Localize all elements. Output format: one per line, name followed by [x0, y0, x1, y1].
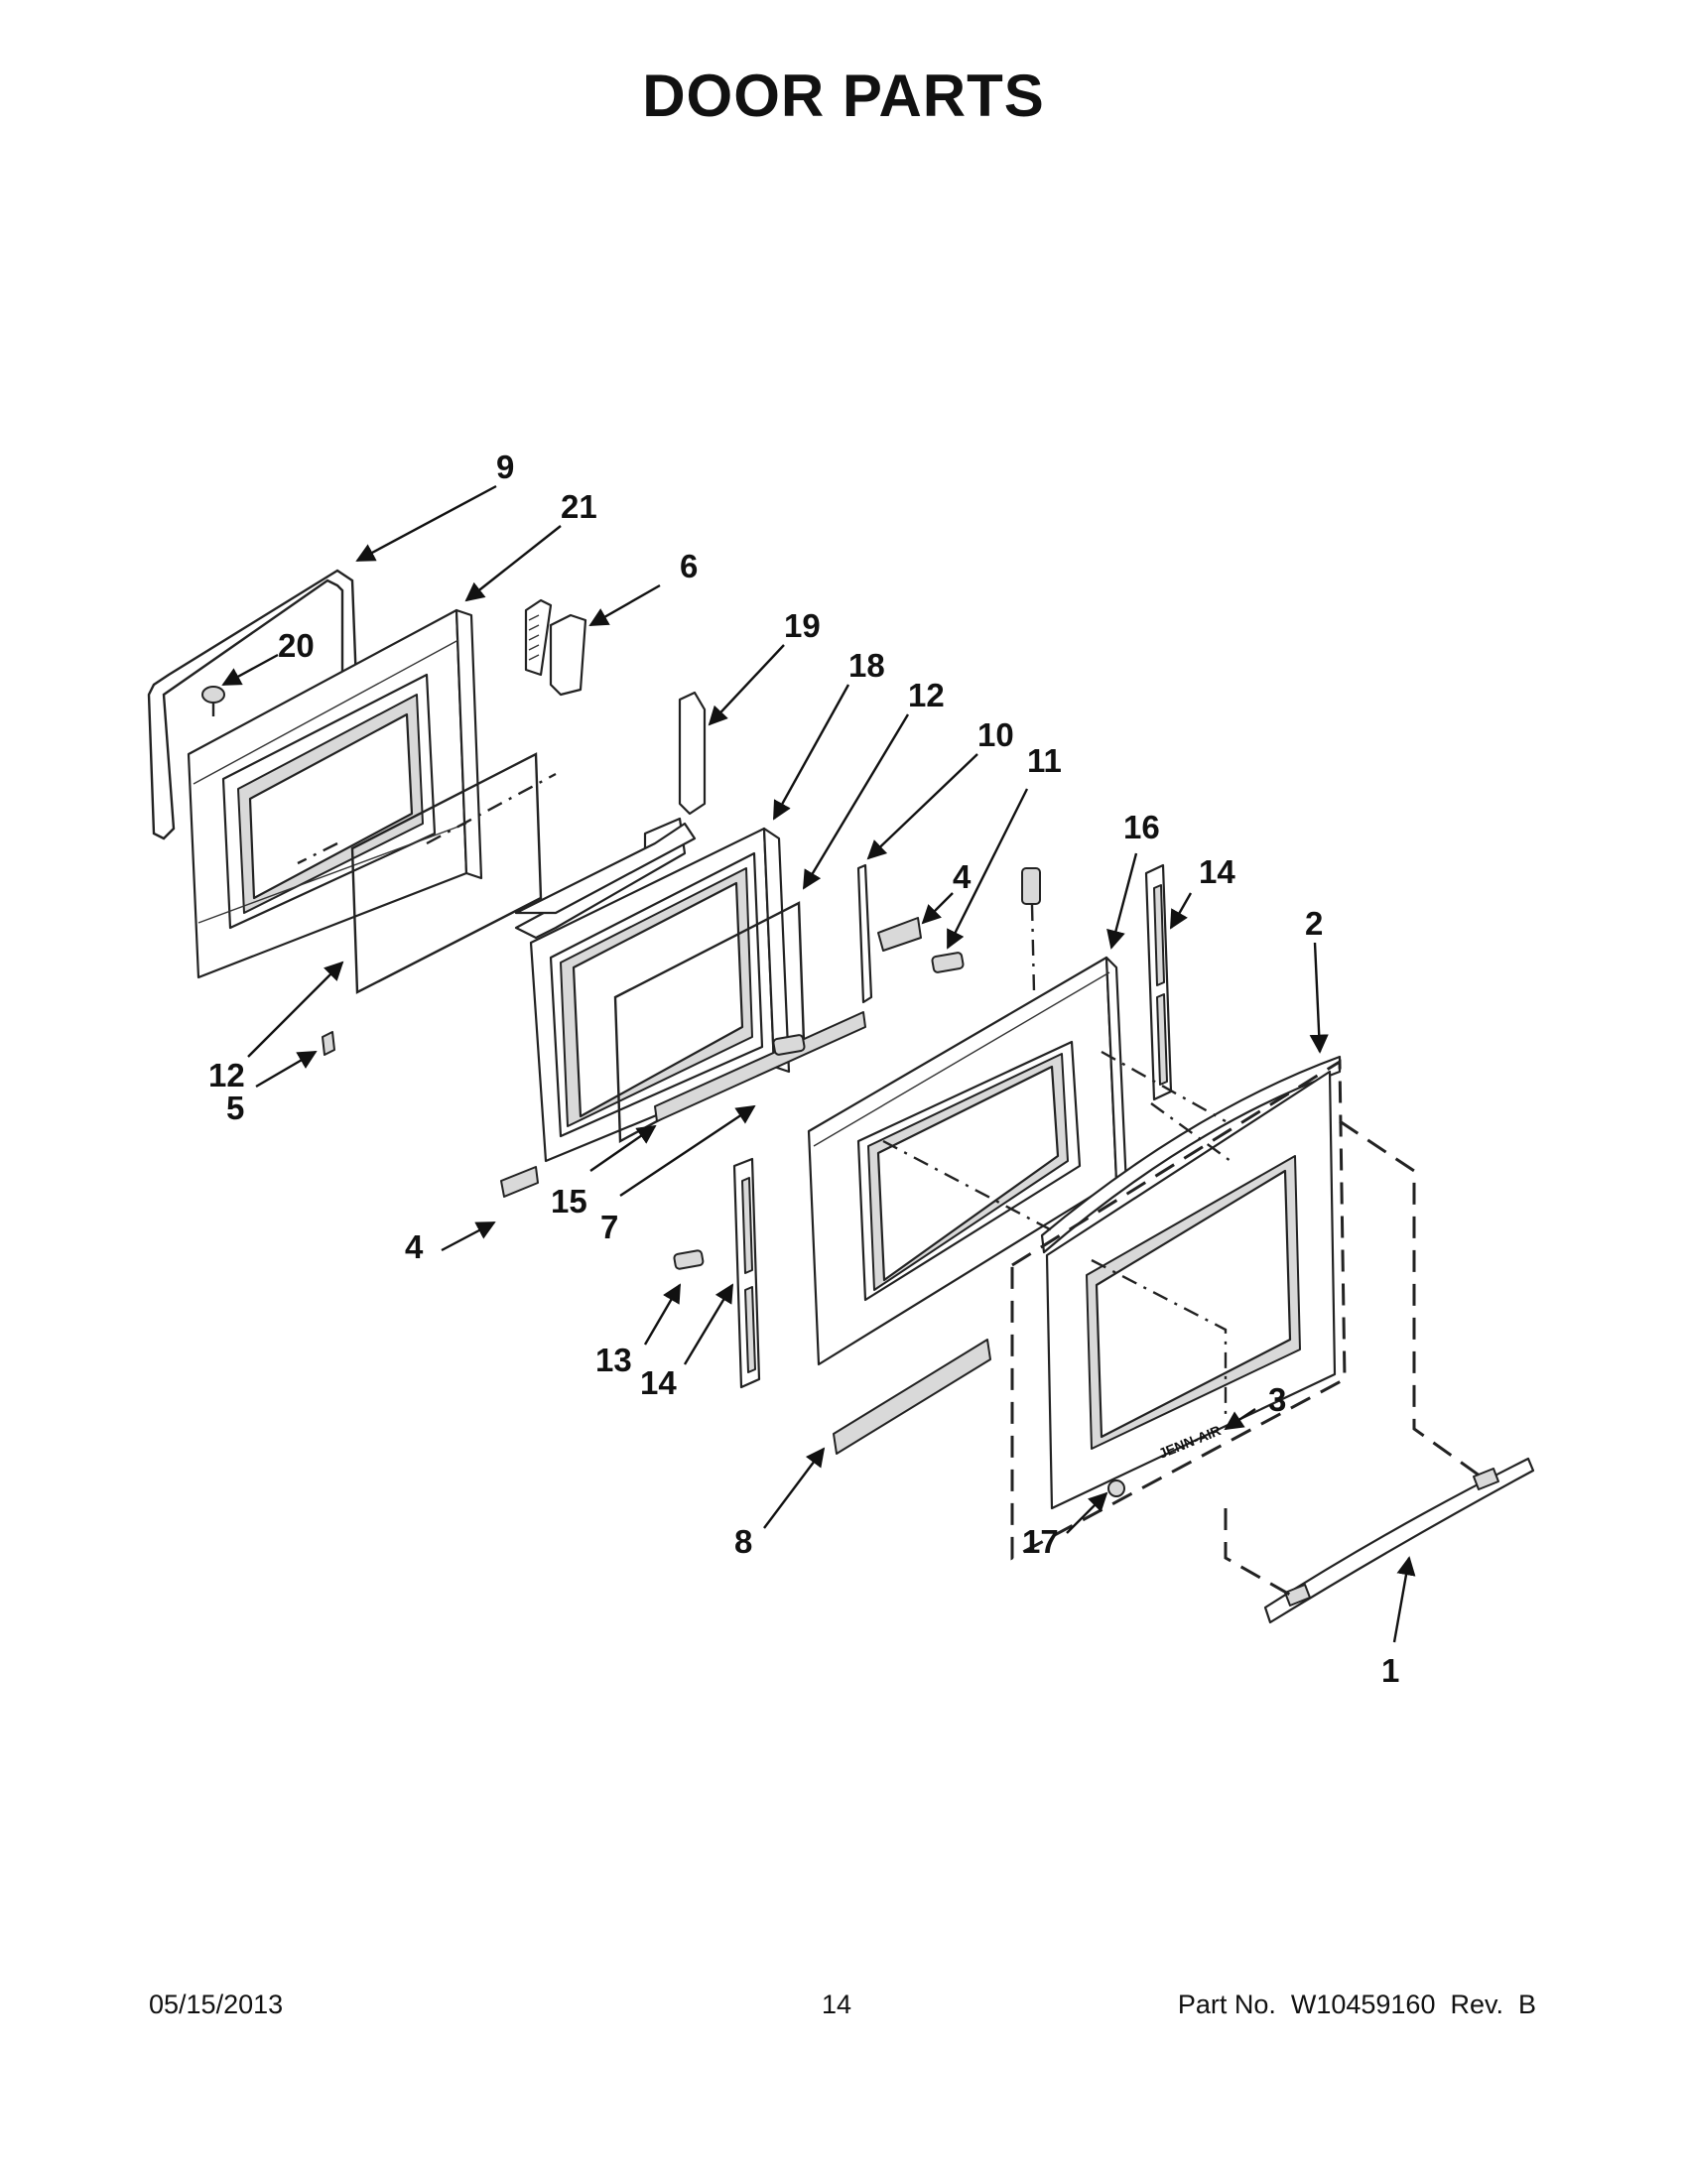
top-screw [1021, 867, 1041, 993]
callout-3: 3 [1268, 1381, 1286, 1418]
assembly-dashed-lines [297, 772, 1485, 1600]
part-17-button [1107, 1479, 1125, 1497]
part-6-hinge [524, 598, 587, 697]
callout-4-upper: 4 [953, 858, 972, 895]
callout-5: 5 [226, 1090, 244, 1126]
part-2-front-door-assembly [1040, 1055, 1342, 1510]
part-8-bottom-strip [833, 1339, 991, 1455]
part-10-strip [856, 863, 873, 1004]
leader-lines [221, 484, 1416, 1643]
callout-7: 7 [600, 1209, 618, 1245]
part-20-screw [201, 686, 225, 716]
callout-8: 8 [734, 1523, 752, 1560]
part-5-clip [322, 1031, 335, 1056]
part-4-bracket-lower [500, 1166, 539, 1198]
callout-14-left: 14 [640, 1364, 677, 1401]
callout-10: 10 [977, 716, 1014, 753]
callout-16: 16 [1123, 809, 1160, 845]
callout-labels: 9 21 6 20 19 18 12 10 11 4 16 14 2 12 5 … [208, 449, 1399, 1689]
part-4-bracket-upper [877, 917, 922, 952]
part-12-glass-sheet-left [350, 752, 543, 994]
callout-20: 20 [278, 627, 315, 664]
callout-9: 9 [496, 449, 514, 485]
callout-11: 11 [1027, 742, 1062, 779]
part-14-bracket-left [732, 1157, 761, 1389]
part-14-bracket-right [1144, 863, 1173, 1101]
callout-21: 21 [561, 488, 597, 525]
part-13-screw [673, 1249, 705, 1270]
part-21-inner-door-frame [187, 608, 483, 979]
callout-19: 19 [784, 607, 821, 644]
callout-15: 15 [551, 1183, 587, 1220]
callout-17: 17 [1022, 1523, 1059, 1560]
part-1-handle [1263, 1457, 1535, 1624]
callout-1: 1 [1381, 1652, 1399, 1689]
callout-12-left: 12 [208, 1057, 245, 1093]
part-11-screw [772, 952, 965, 1056]
part-16-outer-door-panel [807, 956, 1128, 1366]
callout-14-right: 14 [1199, 853, 1235, 890]
part-18-liner-frame [529, 827, 791, 1163]
footer-date: 05/15/2013 [149, 1990, 284, 2019]
callout-12-right: 12 [908, 677, 945, 713]
part-9-gasket [147, 569, 359, 840]
page-title: DOOR PARTS [642, 63, 1045, 129]
callout-18: 18 [848, 647, 885, 684]
part-19-duct [514, 691, 707, 940]
callout-4-lower: 4 [405, 1228, 424, 1265]
footer-page-number: 14 [822, 1990, 852, 2019]
callout-6: 6 [680, 548, 698, 584]
callout-2: 2 [1305, 905, 1323, 942]
footer-part-number: Part No. W10459160 Rev. B [1177, 1990, 1536, 2019]
callout-13: 13 [595, 1342, 632, 1378]
